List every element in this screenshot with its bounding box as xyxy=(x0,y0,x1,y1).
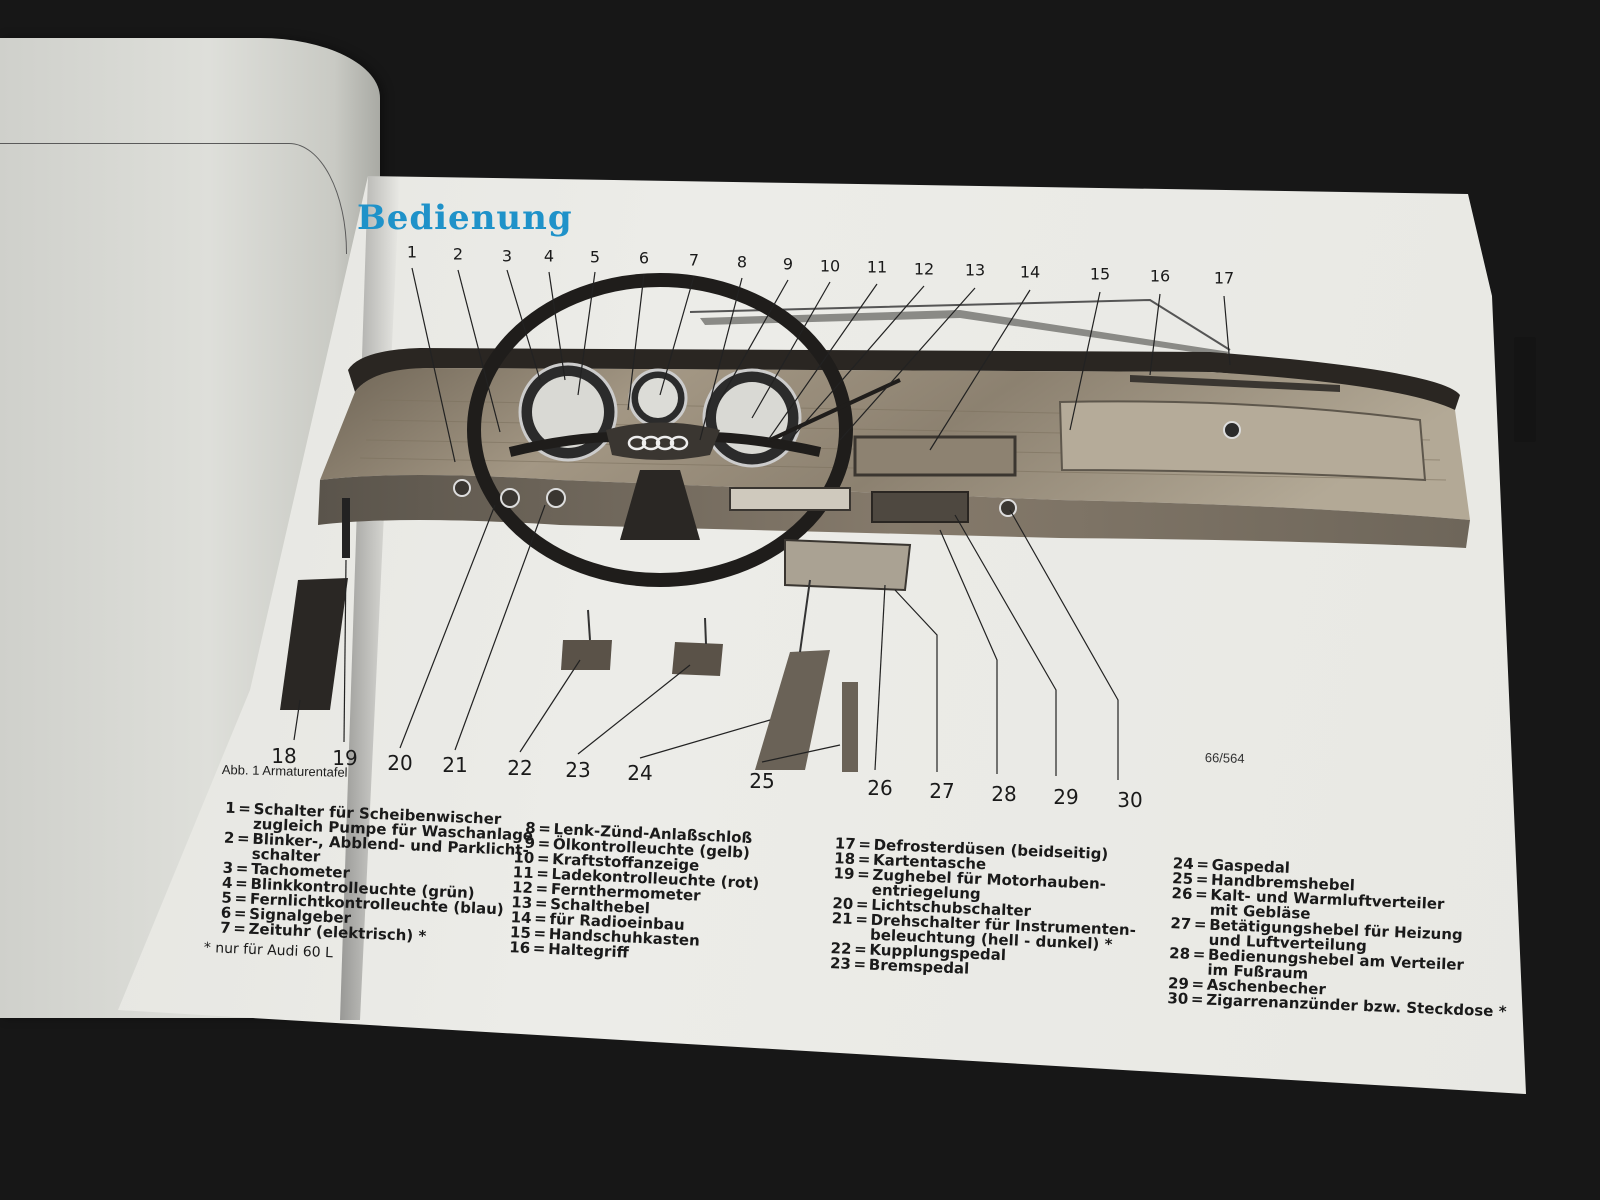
windshield-frame xyxy=(700,310,1230,356)
callout-number: 28 xyxy=(991,782,1017,806)
callout-number: 17 xyxy=(1213,268,1235,288)
dashboard-knobs xyxy=(453,479,1017,517)
callout-number: 24 xyxy=(627,761,653,785)
legend-item-number: 21 xyxy=(831,909,854,928)
callout-number: 18 xyxy=(271,744,297,768)
equals-sign: = xyxy=(853,955,867,974)
callout-number: 15 xyxy=(1089,264,1111,284)
figure-caption: Abb. 1 Armaturentafel xyxy=(221,762,348,780)
heater-distributor xyxy=(784,538,912,592)
callout-number: 12 xyxy=(913,259,935,279)
hood-release xyxy=(342,498,350,558)
callout-number: 6 xyxy=(638,248,650,268)
callout-number: 10 xyxy=(819,256,841,276)
legend-item-number: 2 xyxy=(223,828,235,848)
callout-number: 3 xyxy=(501,246,513,266)
equals-sign: = xyxy=(232,919,247,938)
callout-number: 9 xyxy=(782,254,794,274)
grab-handle xyxy=(1130,375,1340,392)
glovebox xyxy=(1058,400,1427,482)
legend-item-number: 23 xyxy=(829,954,852,973)
steering-wheel xyxy=(467,273,853,587)
legend-item-text: Haltegriff xyxy=(547,939,630,962)
callout-number: 22 xyxy=(507,756,533,780)
horn-pad xyxy=(606,422,720,460)
legend-item-number: 27 xyxy=(1170,914,1192,933)
audi-rings-logo xyxy=(627,435,689,451)
legend-item-number: 16 xyxy=(508,938,531,958)
legend-item-number: 7 xyxy=(219,918,232,937)
callout-number: 7 xyxy=(688,250,700,270)
callout-number: 16 xyxy=(1149,266,1171,286)
equals-sign: = xyxy=(856,865,871,884)
page-tab-mark xyxy=(1514,337,1536,442)
equals-sign: = xyxy=(1193,915,1207,934)
callout-number: 5 xyxy=(589,247,601,267)
leader-lines xyxy=(293,267,1231,780)
equals-sign: = xyxy=(1192,945,1206,964)
callout-number: 1 xyxy=(406,242,418,262)
callout-number: 13 xyxy=(964,260,986,280)
legend-item-number: 19 xyxy=(833,864,855,884)
equals-sign: = xyxy=(855,910,869,929)
glovebox-lock xyxy=(1223,421,1241,439)
dashboard-top-rail xyxy=(348,348,1460,410)
gear-lever xyxy=(769,378,901,442)
legend-column-3: 17=Defrosterdüsen (beidseitig)18=Kartent… xyxy=(825,834,1140,983)
callout-number: 4 xyxy=(543,246,555,266)
plate-number: 66/564 xyxy=(1204,750,1245,766)
callout-number: 19 xyxy=(332,746,358,770)
radio-slot xyxy=(853,435,1017,477)
map-pocket xyxy=(280,578,348,710)
ashtray xyxy=(871,491,969,523)
callout-number: 8 xyxy=(736,252,748,272)
equals-sign: = xyxy=(532,939,546,958)
legend-item-number: 30 xyxy=(1167,989,1189,1008)
equals-sign: = xyxy=(236,829,251,848)
callout-number: 11 xyxy=(866,257,888,277)
callout-number: 21 xyxy=(442,753,468,777)
callout-number: 27 xyxy=(929,779,955,803)
callout-number: 25 xyxy=(749,769,775,793)
equals-sign: = xyxy=(1190,990,1204,1009)
section-title: Bedienung xyxy=(357,198,573,238)
legend-item-number: 26 xyxy=(1171,884,1193,904)
equals-sign: = xyxy=(238,799,252,818)
callout-number: 29 xyxy=(1053,785,1079,809)
legend-item-number: 28 xyxy=(1168,944,1191,963)
pedals xyxy=(561,579,858,772)
callout-number: 2 xyxy=(452,244,464,264)
callout-number: 30 xyxy=(1117,788,1143,812)
callout-number: 23 xyxy=(565,758,591,782)
callout-number: 14 xyxy=(1019,262,1041,282)
legend-item-number: 1 xyxy=(224,798,237,818)
callout-number: 26 xyxy=(867,776,893,800)
callout-number: 20 xyxy=(387,751,413,775)
equals-sign: = xyxy=(1194,885,1209,904)
